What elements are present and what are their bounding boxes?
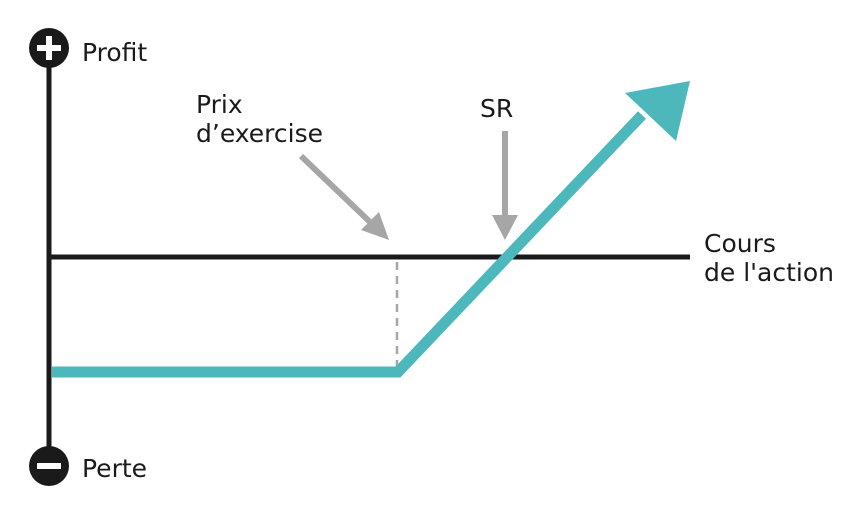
breakeven-pointer-arrow <box>492 131 518 240</box>
strike-label-line2: d’exercise <box>196 119 323 148</box>
profit-label: Profit <box>82 38 147 67</box>
axis-label-line1: Cours <box>704 229 776 258</box>
minus-icon <box>29 446 69 486</box>
breakeven-label: SR <box>480 94 513 123</box>
loss-label: Perte <box>82 454 147 483</box>
axis-label-line2: de l'action <box>704 258 834 287</box>
strike-label-line1: Prix <box>196 90 243 119</box>
strike-pointer-arrow <box>298 153 389 240</box>
plus-icon <box>29 28 69 68</box>
payoff-line <box>52 81 690 378</box>
